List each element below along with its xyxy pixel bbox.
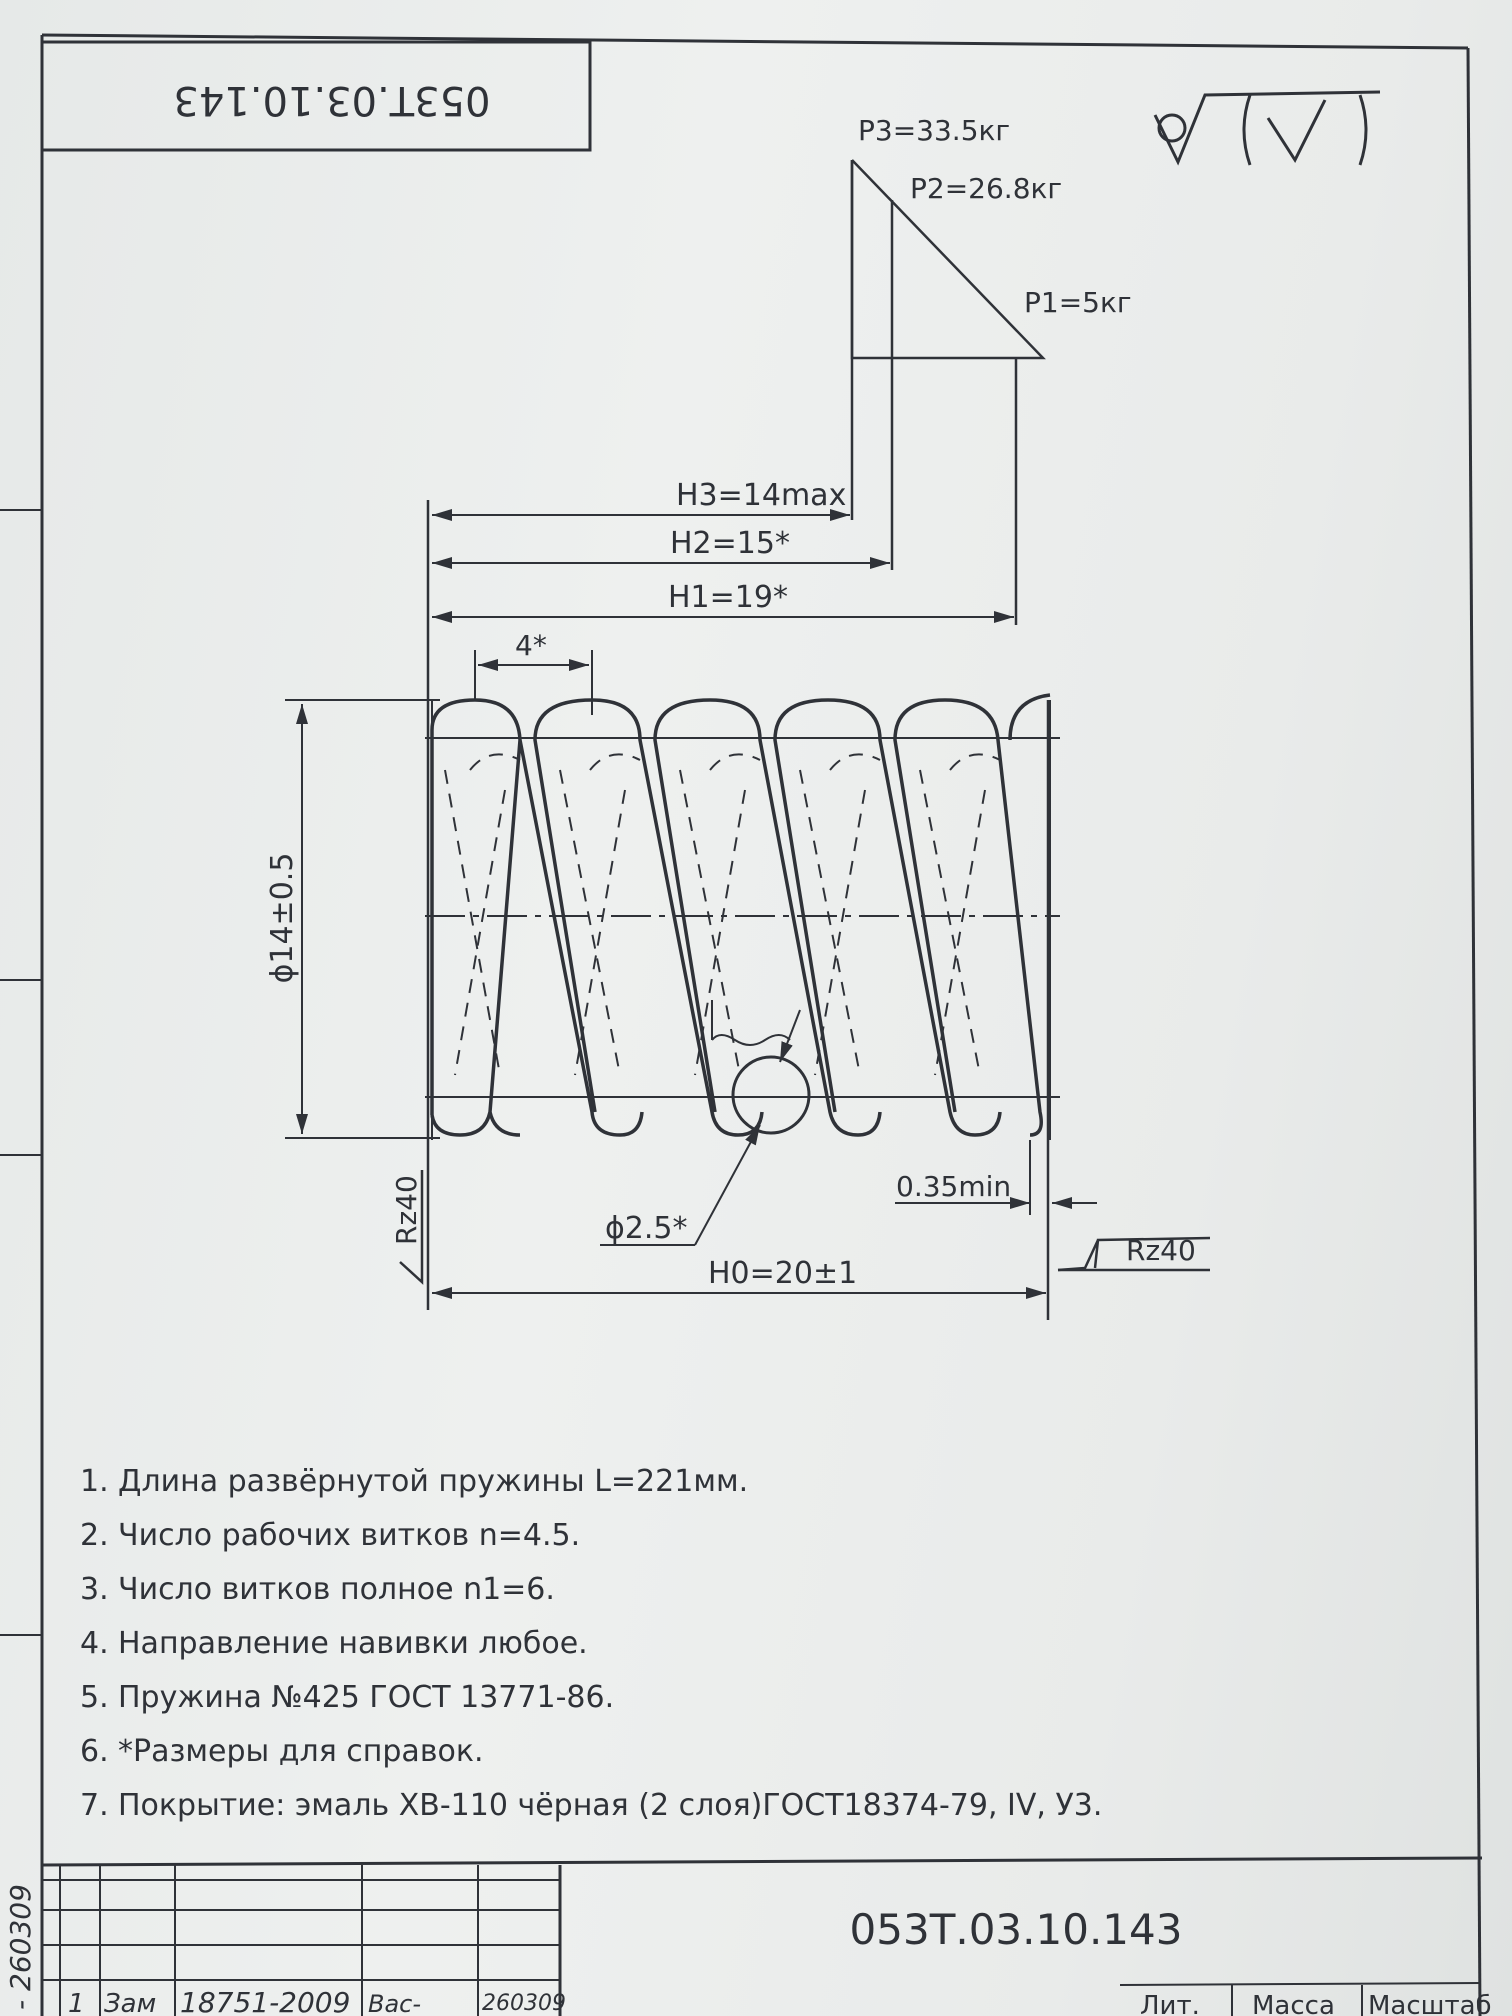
dim-h0: H0=20±1	[708, 1256, 857, 1291]
dim-h1: H1=19*	[668, 580, 788, 615]
note-item: 4.Направление навивки любое.	[80, 1626, 588, 1661]
force-diagram: P3=33.5кг P2=26.8кг P1=5кг	[850, 114, 1132, 625]
wire-diameter-leader: ϕ2.5*	[600, 1009, 801, 1246]
load-p2-label: P2=26.8кг	[910, 172, 1062, 205]
length-dimensions: H3=14max H2=15* H1=19* 4*	[426, 478, 1014, 1310]
title-block: 053Т.03.10.143 1 Зам 18751-2009 Вас- 260…	[4, 1856, 1492, 2016]
col-scale: Масштаб	[1368, 1991, 1492, 2016]
stamp-code-top: 053Т.03.10.143	[173, 77, 490, 123]
note-item: 2.Число рабочих витков n=4.5.	[80, 1518, 581, 1553]
diameter-dimension: ϕ14±0.5	[265, 699, 440, 1139]
note-item: 3.Число витков полное n1=6.	[80, 1572, 555, 1607]
rev-date: 260309	[482, 1991, 566, 2016]
dim-h3: H3=14max	[676, 478, 846, 513]
technical-notes: 1.Длина развёрнутой пружины L=221мм. 2.Ч…	[80, 1455, 1102, 1833]
rev-num: 1	[68, 1989, 85, 2016]
spring-drawing	[425, 693, 1060, 1320]
svg-text:Rz40: Rz40	[1126, 1234, 1196, 1267]
note-item: 1.Длина развёрнутой пружины L=221мм.	[80, 1464, 749, 1499]
load-p1-label: P1=5кг	[1024, 286, 1132, 319]
note-item: 5.Пружина №425 ГОСТ 13771-86.	[80, 1680, 615, 1715]
dim-wire-diameter: ϕ2.5*	[605, 1211, 688, 1246]
note-item: 6.*Размеры для справок.	[80, 1734, 484, 1769]
dim-h2: H2=15*	[670, 526, 790, 561]
dim-outer-diameter: ϕ14±0.5	[265, 853, 300, 984]
free-length-dimension: H0=20±1	[432, 1256, 1046, 1299]
roughness-rz-end: Rz40	[390, 1170, 424, 1285]
roughness-rz-side: Rz40	[1057, 1234, 1211, 1272]
dim-end-gap: 0.35min	[896, 1170, 1011, 1203]
drawing-frame	[0, 33, 1482, 2016]
col-lit: Лит.	[1140, 1991, 1200, 2016]
side-margin-text: - 260309	[4, 1884, 37, 2010]
rev-signature: Вас-	[368, 1990, 421, 2016]
col-mass: Масса	[1252, 1991, 1335, 2016]
rev-change: Зам	[104, 1989, 156, 2016]
note-item: 7.Покрытие: эмаль ХВ-110 чёрная (2 слоя)…	[80, 1788, 1103, 1823]
dim-pitch: 4*	[515, 629, 547, 662]
roughness-general-symbol	[1153, 90, 1381, 166]
end-gap-dimension: 0.35min	[895, 1140, 1097, 1215]
svg-text:Rz40: Rz40	[390, 1175, 423, 1245]
stamp-top: 053Т.03.10.143	[40, 40, 592, 152]
rev-doc: 18751-2009	[180, 1986, 350, 2016]
load-p3-label: P3=33.5кг	[858, 114, 1010, 147]
title-block-code: 053Т.03.10.143	[850, 1905, 1183, 1954]
